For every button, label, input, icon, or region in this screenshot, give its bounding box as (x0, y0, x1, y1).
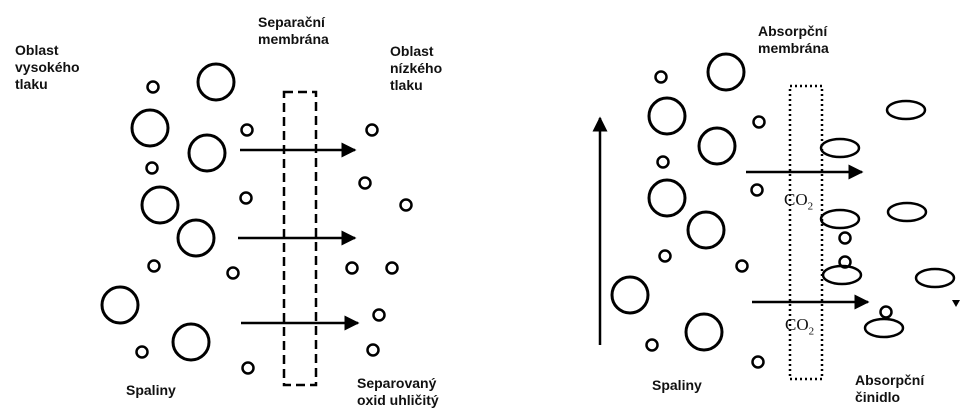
absorbent-molecules (819, 99, 956, 339)
molecule (241, 361, 255, 375)
molecule (838, 255, 852, 269)
molecule (684, 312, 724, 352)
right-flow-arrows (746, 164, 870, 310)
molecule (100, 285, 140, 325)
molecule (226, 266, 240, 280)
molecule (147, 259, 161, 273)
molecule (176, 218, 216, 258)
separation-membrane-label: Separační membrána (258, 14, 329, 47)
absorbent-label: Absorpční činidlo (855, 372, 925, 405)
co2-subscript: 2 (808, 325, 815, 338)
molecule (372, 308, 386, 322)
molecule (645, 338, 659, 352)
molecule (706, 52, 746, 92)
absorbent-ellipse (863, 317, 905, 339)
molecule (135, 345, 149, 359)
molecule (838, 231, 852, 245)
molecule (686, 210, 726, 250)
right-flue-gas-label: Spaliny (652, 377, 702, 393)
right-panel (592, 52, 960, 381)
separated-co2-label: Separovaný oxid uhličitý (357, 375, 439, 408)
co2-label-bottom: CO2 (785, 316, 814, 340)
left-large-molecules (100, 62, 236, 362)
molecule (239, 191, 253, 205)
left-small-molecules (135, 80, 413, 375)
molecule (647, 178, 687, 218)
molecule (345, 261, 359, 275)
low-pressure-label: Oblast nízkého tlaku (390, 43, 443, 93)
left-flue-gas-label: Spaliny (126, 382, 176, 398)
molecule (656, 155, 670, 169)
molecule (750, 183, 764, 197)
molecule (358, 176, 372, 190)
molecule (654, 70, 668, 84)
molecule (610, 275, 650, 315)
molecule (697, 126, 737, 166)
molecule (240, 123, 254, 137)
molecule (187, 133, 227, 173)
molecule (735, 259, 749, 273)
right-small-molecules (645, 70, 893, 369)
molecule (385, 261, 399, 275)
molecule (145, 161, 159, 175)
absorbent-ellipse (914, 267, 956, 289)
edge-arrow-tip (952, 300, 960, 307)
absorption-membrane-label: Absorpční membrána (758, 23, 829, 56)
co2-text: CO (785, 315, 809, 334)
co2-subscript: 2 (807, 200, 814, 213)
absorbent-ellipse (885, 99, 927, 121)
molecule (647, 96, 687, 136)
molecule (752, 115, 766, 129)
absorbent-ellipse (819, 208, 861, 230)
separation-membrane (282, 90, 318, 387)
molecule (658, 249, 672, 263)
right-large-molecules (610, 52, 746, 352)
absorbent-ellipse (819, 137, 861, 159)
co2-label-top: CO2 (784, 191, 813, 215)
molecule (751, 355, 765, 369)
left-panel (100, 62, 413, 387)
molecule (140, 185, 180, 225)
absorbent-ellipse (886, 201, 928, 223)
molecule (366, 343, 380, 357)
co2-text: CO (784, 190, 808, 209)
molecule (130, 108, 170, 148)
left-flow-arrows (238, 142, 360, 331)
absorption-membrane (788, 84, 824, 381)
molecule (365, 123, 379, 137)
molecule (146, 80, 160, 94)
absorbent-ellipse (821, 264, 863, 286)
high-pressure-label: Oblast vysokého tlaku (15, 42, 80, 92)
molecule (171, 322, 211, 362)
molecule (399, 198, 413, 212)
molecule (196, 62, 236, 102)
molecule (879, 305, 893, 319)
